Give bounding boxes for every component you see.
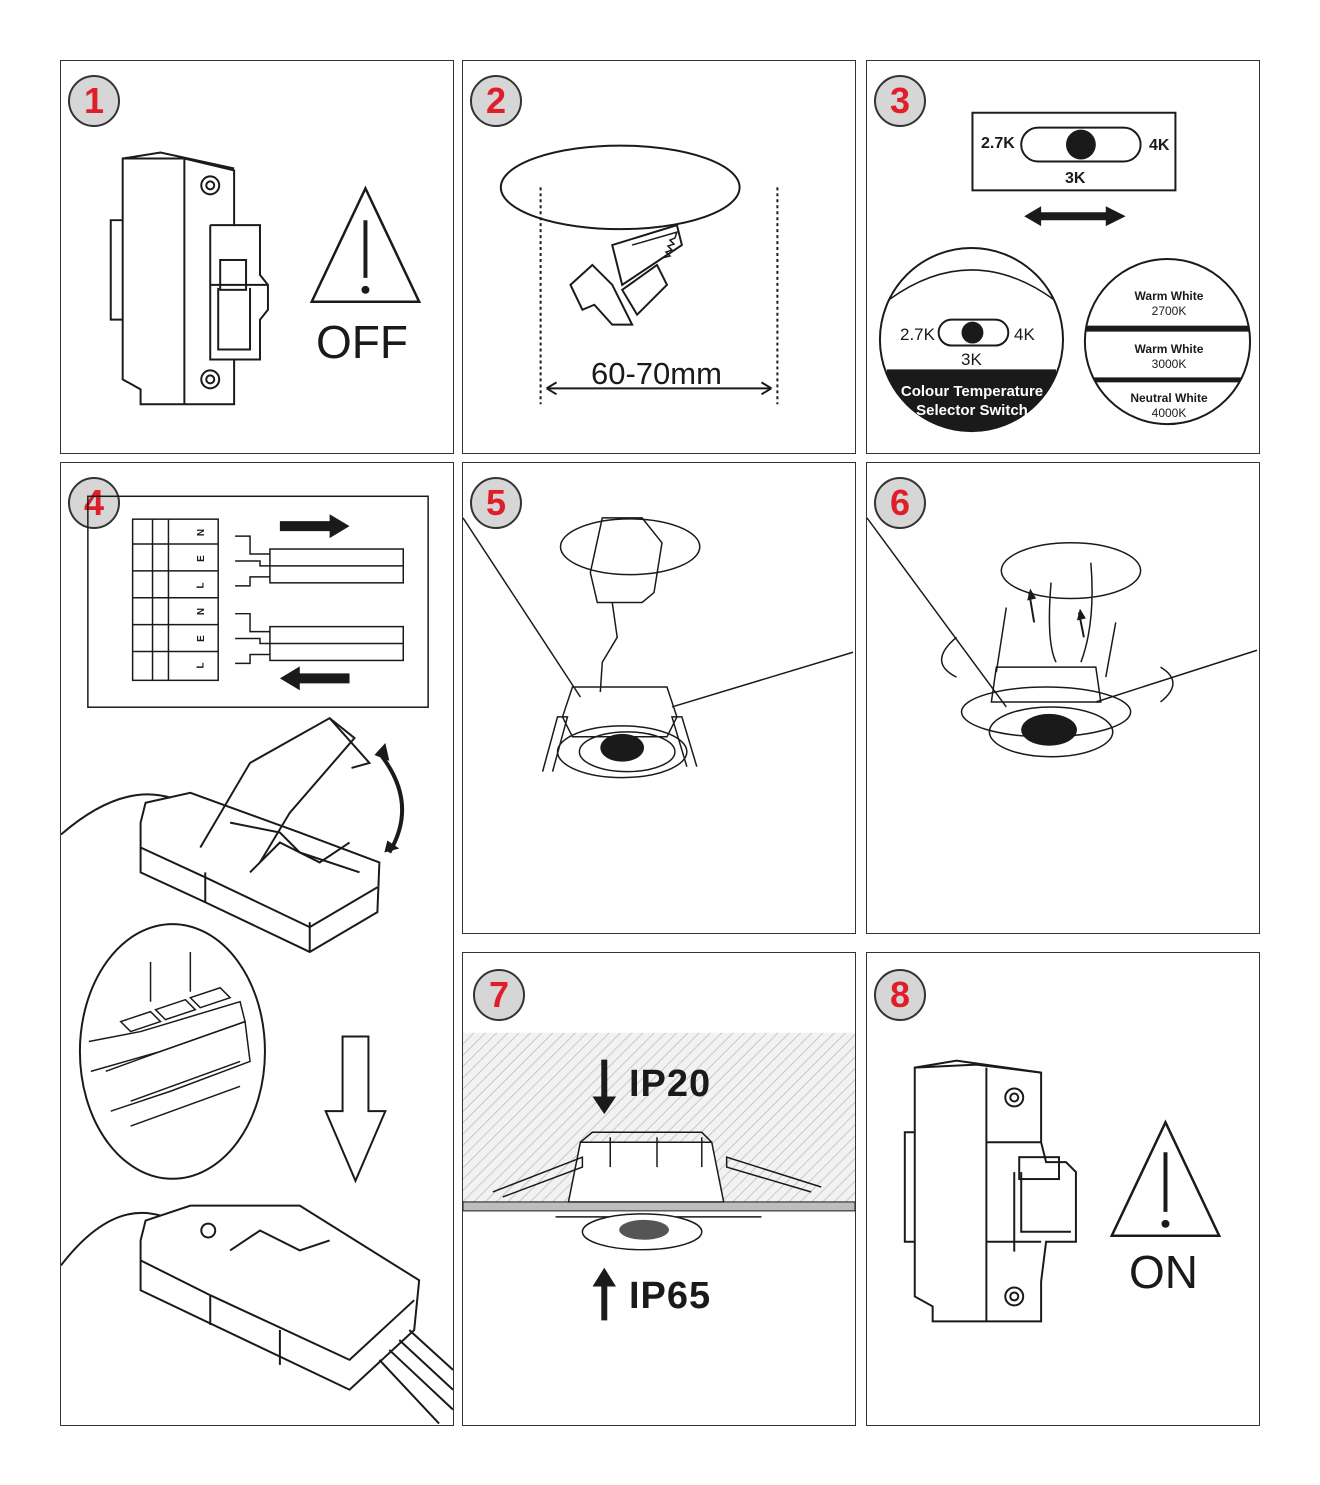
step-4-panel: 4 xyxy=(60,462,454,1426)
selector-caption-line1: Colour Temperature xyxy=(900,383,1044,400)
step-2-panel: 2 60-70mm xyxy=(462,60,856,454)
cutout-dimension-label: 60-70mm xyxy=(591,356,722,391)
downlight-wiring-illustration xyxy=(463,517,854,779)
circuit-breaker-illustration xyxy=(109,151,422,406)
ip-rating-illustration xyxy=(463,1032,855,1321)
terminal-label-5: E xyxy=(195,635,207,642)
switch-right-label: 4K xyxy=(1149,137,1170,154)
step-7-panel: 7 IP20 IP65 xyxy=(462,952,856,1426)
colour-switch-illustration xyxy=(878,111,1252,433)
step-5-panel: 5 xyxy=(462,462,856,934)
temp-1-name: Warm White xyxy=(1134,289,1204,303)
switch-left-label: 2.7K xyxy=(981,135,1015,152)
double-arrow-icon xyxy=(1024,206,1126,227)
temp-3-name: Neutral White xyxy=(1130,391,1208,405)
warning-triangle-icon xyxy=(1109,1119,1222,1238)
colour-temperature-chart xyxy=(1083,257,1252,426)
detail-left-label: 2.7K xyxy=(900,325,935,344)
step-6-panel: 6 xyxy=(866,462,1260,934)
ip65-label: IP65 xyxy=(629,1275,712,1317)
detail-center-label: 3K xyxy=(961,350,982,369)
wiring-connector-illustration xyxy=(61,495,453,1425)
off-label: OFF xyxy=(316,316,408,368)
down-arrow-icon xyxy=(324,1035,387,1184)
terminal-label-6: L xyxy=(195,662,207,669)
ip20-arrow-icon xyxy=(592,1059,617,1115)
rotate-arrow-icon xyxy=(374,743,400,853)
selector-switch-detail xyxy=(878,247,1064,433)
switch-center-label: 3K xyxy=(1065,170,1086,187)
step-1-panel: 1 OFF xyxy=(60,60,454,454)
step-5-badge: 5 xyxy=(470,477,522,529)
step-6-badge: 6 xyxy=(874,477,926,529)
step-3-badge: 3 xyxy=(874,75,926,127)
temp-3-value: 4000K xyxy=(1151,406,1187,420)
temp-2-value: 3000K xyxy=(1151,357,1187,371)
ip65-arrow-icon xyxy=(592,1267,617,1321)
spring-clip-illustration xyxy=(867,517,1258,758)
terminal-label-1: N xyxy=(196,528,208,537)
switch-knob-icon xyxy=(1065,129,1096,160)
step-7-badge: 7 xyxy=(473,969,525,1021)
terminal-label-4: N xyxy=(196,607,208,616)
temp-1-value: 2700K xyxy=(1151,304,1187,318)
step-3-panel: 3 2.7K 4K 3K 2.7K 4K 3K Colour Tem xyxy=(866,60,1260,454)
terminal-label-3: L xyxy=(195,582,207,589)
ceiling-cutout-illustration xyxy=(499,144,779,405)
selector-caption-line2: Selector Switch xyxy=(916,402,1028,419)
on-label: ON xyxy=(1129,1246,1198,1298)
step-1-badge: 1 xyxy=(68,75,120,127)
circuit-breaker-on-illustration xyxy=(903,1059,1222,1323)
step-4-badge: 4 xyxy=(68,477,120,529)
terminal-label-2: E xyxy=(195,555,207,562)
step-8-badge: 8 xyxy=(874,969,926,1021)
step-2-badge: 2 xyxy=(470,75,522,127)
detail-right-label: 4K xyxy=(1014,325,1035,344)
temp-2-name: Warm White xyxy=(1134,342,1204,356)
remove-arrow-icon xyxy=(279,666,350,691)
step-8-panel: 8 ON xyxy=(866,952,1260,1426)
insert-arrow-icon xyxy=(279,514,350,539)
ip20-label: IP20 xyxy=(629,1063,712,1105)
warning-triangle-icon xyxy=(309,185,422,304)
